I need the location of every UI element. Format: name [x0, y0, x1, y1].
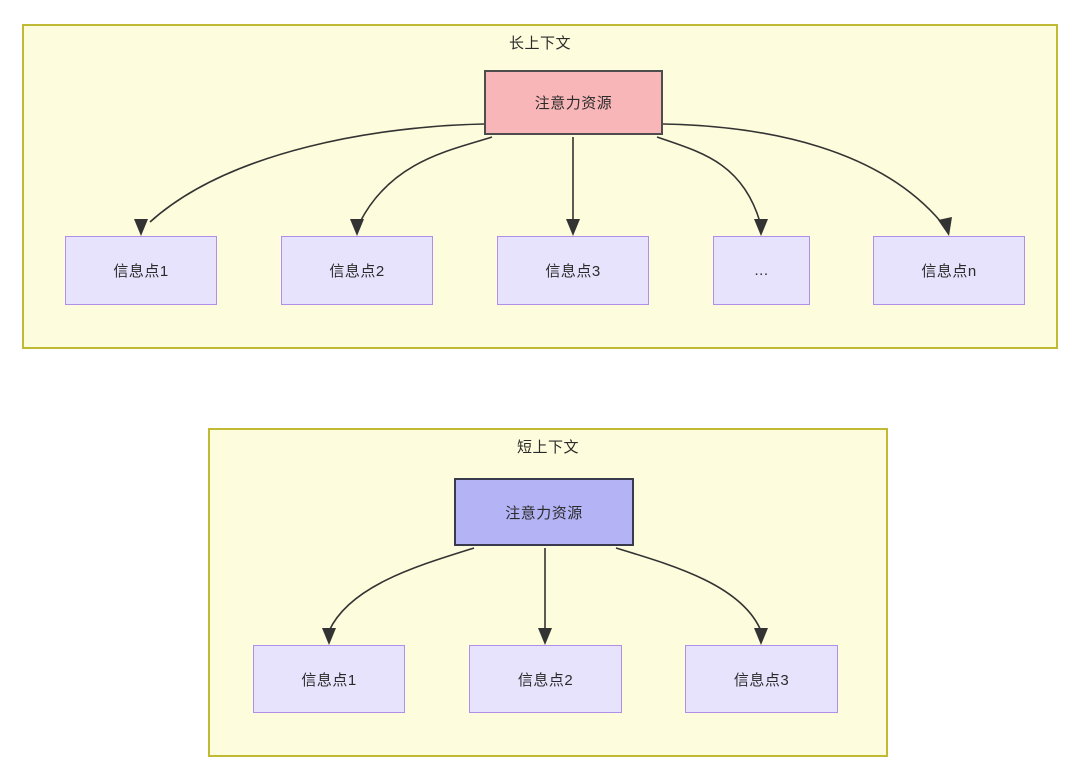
node-long-info-point-ellipsis[interactable]: ... [713, 236, 810, 305]
node-short-info-point-3[interactable]: 信息点3 [685, 645, 838, 713]
node-short-info-point-1[interactable]: 信息点1 [253, 645, 405, 713]
node-long-attention-resource[interactable]: 注意力资源 [484, 70, 663, 135]
node-long-info-point-n[interactable]: 信息点n [873, 236, 1025, 305]
node-short-attention-resource[interactable]: 注意力资源 [454, 478, 634, 546]
group-short-context-title: 短上下文 [516, 439, 579, 456]
group-long-context-title: 长上下文 [508, 35, 571, 52]
node-long-info-point-2[interactable]: 信息点2 [281, 236, 433, 305]
node-short-info-point-2[interactable]: 信息点2 [469, 645, 622, 713]
node-long-info-point-3[interactable]: 信息点3 [497, 236, 649, 305]
node-long-info-point-1[interactable]: 信息点1 [65, 236, 217, 305]
